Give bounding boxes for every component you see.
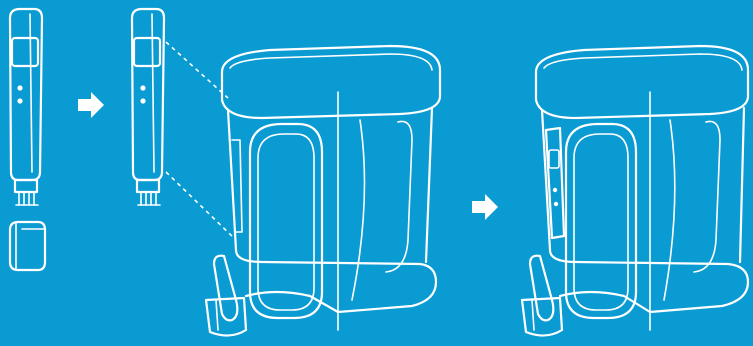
step-3-assembled — [522, 46, 748, 336]
step-2-insert-filter — [132, 9, 440, 336]
insertion-guide-top — [166, 42, 228, 98]
filter-cap-icon — [10, 222, 45, 270]
step-1-remove-cap — [10, 9, 45, 270]
right-arrow-icon — [472, 194, 498, 220]
right-arrow-icon — [78, 92, 104, 118]
filter-stick-no-cap-icon — [132, 9, 164, 205]
filter-stick-icon — [10, 9, 42, 205]
insertion-guide-bottom — [166, 172, 236, 240]
pitcher-installed-icon — [522, 46, 748, 336]
pitcher-icon — [206, 46, 440, 336]
